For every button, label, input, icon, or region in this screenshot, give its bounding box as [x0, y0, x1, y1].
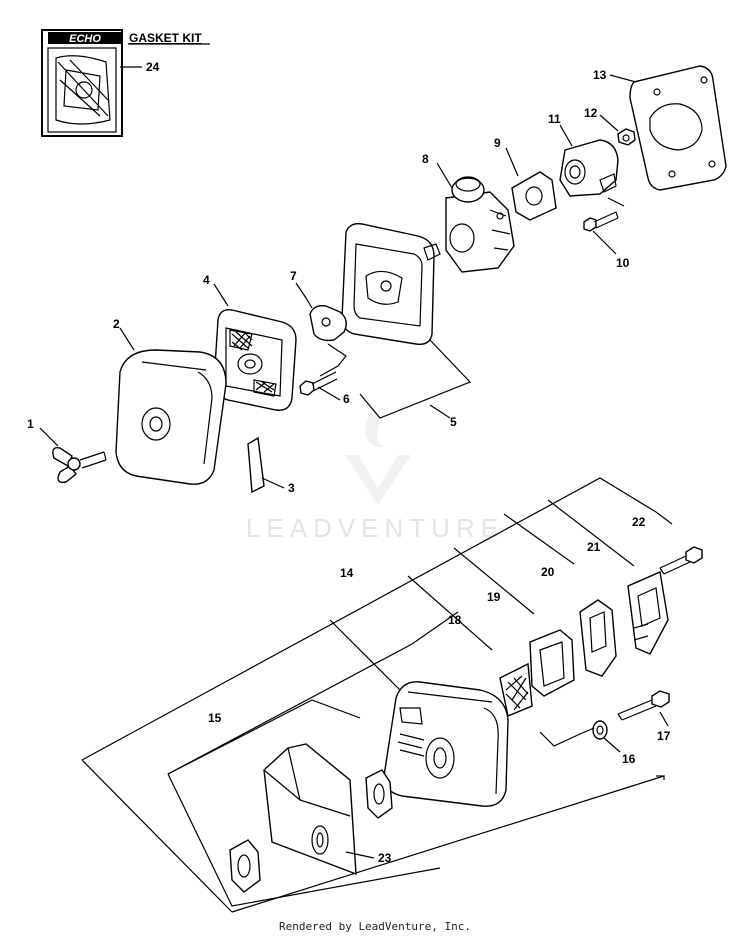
callout-6: 6 [343, 392, 350, 406]
callout-18: 18 [448, 613, 462, 627]
part-5-air-cleaner-case [341, 222, 441, 345]
callout-4: 4 [203, 273, 210, 287]
part-22-bolt [659, 546, 703, 575]
part-23-heat-shield [263, 743, 357, 876]
footer-credit: Rendered by LeadVenture, Inc. [278, 920, 472, 933]
callout-14: 14 [340, 566, 354, 580]
part-8-carburetor [445, 176, 515, 273]
part-18-spark-screen [499, 662, 533, 717]
part-9-gasket [511, 171, 557, 221]
callout-20: 20 [541, 565, 555, 579]
part-15-gasket-a [365, 769, 393, 819]
gasket-kit-box: ECHO [41, 29, 123, 137]
part-1-wing-nut [52, 447, 107, 483]
part-4-air-filter [213, 309, 297, 411]
part-15-gasket-b [229, 839, 261, 893]
callout-9: 9 [494, 136, 501, 150]
callout-11: 11 [548, 112, 561, 126]
part-11-adaptor [559, 139, 619, 197]
callout-15: 15 [208, 711, 222, 725]
part-14-muffler [383, 681, 509, 807]
callout-7: 7 [290, 269, 297, 283]
callout-16: 16 [622, 752, 636, 766]
part-12-nut [617, 128, 636, 146]
callout-10: 10 [616, 256, 630, 270]
part-21-plate [627, 570, 669, 655]
gasket-kit-title: GASKET KIT [129, 31, 202, 45]
part-19-gasket [529, 629, 575, 697]
watermark-logo [345, 408, 411, 505]
part-16-washer [592, 720, 608, 740]
callout-22: 22 [632, 515, 646, 529]
callout-24: 24 [146, 60, 160, 74]
callout-13: 13 [593, 68, 607, 82]
watermark-text: LEADVENTURE [246, 513, 504, 543]
part-6-screw [299, 371, 338, 396]
callout-12: 12 [584, 106, 598, 120]
part-7-choke [309, 304, 347, 342]
callout-21: 21 [587, 540, 601, 554]
callout-19: 19 [487, 590, 501, 604]
part-3-gasket [247, 436, 265, 494]
callout-1: 1 [27, 417, 34, 431]
part-2-cover [115, 349, 227, 485]
callout-3: 3 [288, 481, 295, 495]
callout-23: 23 [378, 851, 392, 865]
part-13-insulator-gasket [629, 65, 727, 191]
callout-17: 17 [657, 729, 671, 743]
callout-8: 8 [422, 152, 429, 166]
part-20-gasket [579, 599, 617, 677]
part-17-bolt [617, 690, 670, 721]
echo-logo: ECHO [69, 33, 101, 45]
callout-2: 2 [113, 317, 120, 331]
part-10-screw [583, 211, 619, 232]
callout-5: 5 [450, 415, 457, 429]
